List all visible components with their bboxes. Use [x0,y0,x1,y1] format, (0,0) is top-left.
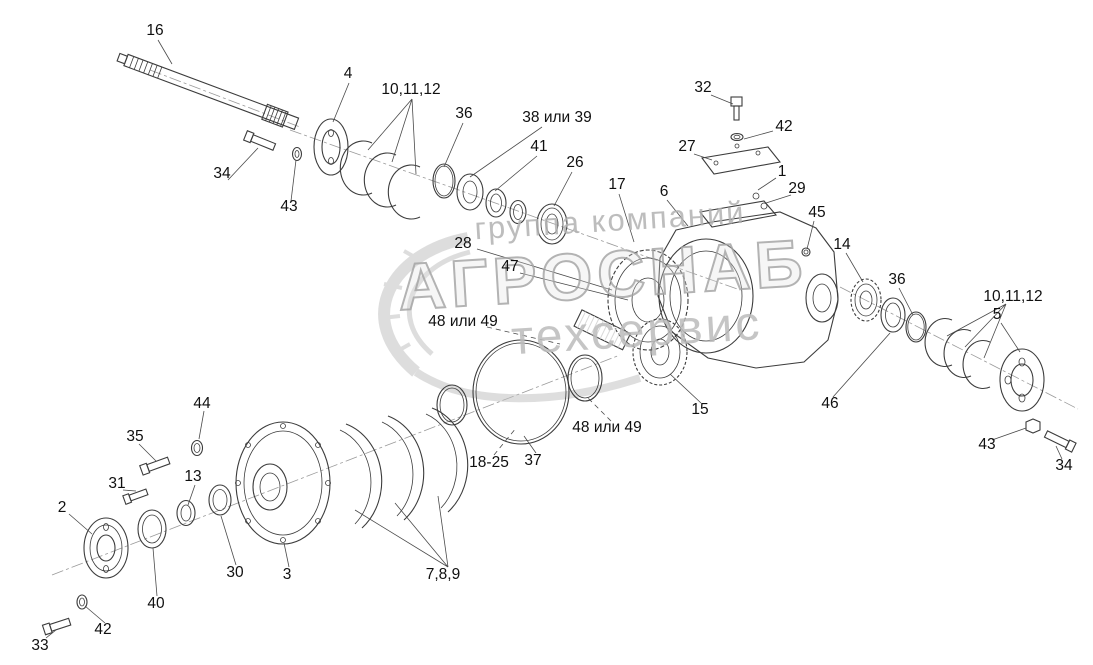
spring-washers-right [924,317,991,390]
label-26: 26 [566,154,584,171]
label-48-49-lower: 48 или 49 [572,419,642,436]
label-7-8-9: 7,8,9 [425,566,461,583]
label-6: 6 [659,183,669,200]
bolt-left [242,130,277,151]
label-47: 47 [501,258,519,275]
label-34-left: 34 [213,165,231,182]
label-10-11-12-left: 10,11,12 [381,81,441,98]
label-28: 28 [454,235,472,252]
flange-cup [313,118,349,176]
label-38-39: 38 или 39 [522,109,592,126]
oring-right [905,311,927,343]
bolt-31 [122,488,149,505]
brake-shoes [339,407,469,529]
oring-left [432,163,456,199]
bearing-26 [536,203,568,245]
cover-plate-27 [701,146,782,175]
label-37: 37 [524,452,542,469]
label-36-left: 36 [455,105,473,122]
label-44: 44 [193,395,211,412]
label-16: 16 [146,22,164,39]
bolt-34-right [1043,430,1077,453]
label-3: 3 [282,566,292,583]
bolt-33 [41,617,72,636]
label-43-right: 43 [978,436,996,453]
washer-left [291,146,303,162]
washer-42-top [730,132,744,149]
label-48-49-upper: 48 или 49 [428,313,498,330]
bolt-35 [139,456,171,476]
label-14: 14 [833,236,851,253]
flange-5 [999,348,1045,412]
label-43-left: 43 [280,198,298,215]
label-13: 13 [184,468,202,485]
label-2: 2 [57,499,67,516]
ring-41 [485,188,507,218]
ring-40 [137,509,167,549]
ring-30 [208,484,232,516]
spring-washers-left [339,140,421,220]
nut-43-right [1025,418,1041,434]
label-42-top: 42 [775,118,793,135]
hub-cover-3 [235,421,331,545]
ring-46 [880,297,906,333]
label-29: 29 [788,180,806,197]
label-10-11-12-right: 10,11,12 [983,288,1043,305]
label-46: 46 [821,395,839,412]
label-30: 30 [226,564,244,581]
washer-13 [176,499,196,527]
label-4: 4 [343,65,353,82]
label-18-25: 18-25 [469,454,509,471]
washer-44 [190,439,204,457]
label-34-right: 34 [1055,457,1073,474]
label-31: 31 [108,475,126,492]
label-27: 27 [678,138,696,155]
flange-2 [83,517,129,579]
label-35: 35 [126,428,144,445]
leader-lines [45,39,1063,639]
ring-48-49-upper [436,384,468,426]
pinion-gear-15 [632,318,688,386]
label-42-bottom: 42 [94,621,112,638]
splined-shaft [573,309,632,351]
label-41: 41 [530,138,548,155]
ring-48-49-lower [567,354,603,402]
oring-37 [472,339,570,445]
bolt-32 [730,96,743,121]
bearing-14 [850,278,882,322]
bearing-38-39 [456,173,484,211]
label-15: 15 [691,401,709,418]
label-32: 32 [694,79,712,96]
label-36-right: 36 [888,271,906,288]
washer-42-bottom [76,594,88,610]
gear-ring [607,249,689,351]
input-shaft [116,52,300,131]
washer-26-small [509,199,527,225]
label-45: 45 [808,204,826,221]
gearbox-housing [657,192,839,369]
label-40: 40 [147,595,165,612]
watermark-wreath-icon [378,232,642,403]
label-33: 33 [31,637,49,654]
label-5: 5 [992,306,1002,323]
label-17: 17 [608,176,626,193]
label-1: 1 [777,163,787,180]
